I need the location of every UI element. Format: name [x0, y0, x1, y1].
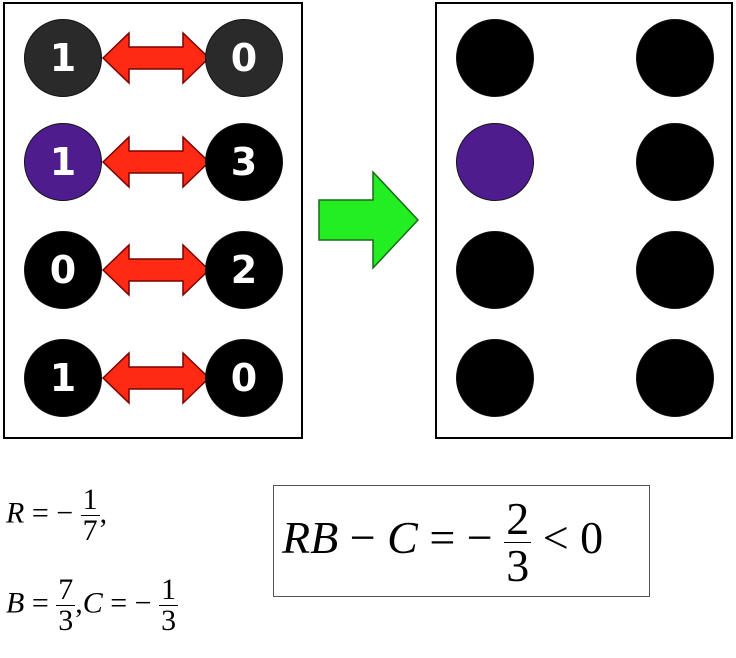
equals-minus: = − [429, 512, 493, 564]
left-node-row2-right: 3 [205, 123, 283, 201]
fraction-one-seventh: 1 7 [80, 483, 100, 547]
equals: = [31, 586, 49, 620]
fraction-two-thirds: 2 3 [504, 493, 532, 591]
comma: , [99, 496, 108, 530]
node-value: 1 [49, 36, 77, 80]
node-value: 0 [230, 36, 258, 80]
comma: , [75, 586, 83, 620]
double-arrow-row2 [101, 135, 211, 189]
fraction-seven-thirds: 7 3 [56, 573, 76, 637]
var-b: B [6, 586, 25, 620]
equals-minus: = − [31, 496, 74, 530]
var-r: R [6, 496, 25, 530]
right-node-row3-left [456, 231, 534, 309]
double-arrow-row3 [101, 243, 211, 297]
right-node-row2-right [636, 123, 714, 201]
left-node-row3-left: 0 [24, 231, 102, 309]
right-node-row3-right [636, 231, 714, 309]
transition-arrow-icon [318, 170, 420, 270]
double-arrow-row1 [101, 31, 211, 85]
less-than-zero: < 0 [542, 512, 604, 564]
denominator: 3 [159, 604, 179, 637]
term-rb: RB [282, 512, 339, 564]
var-c: C [387, 512, 418, 564]
denominator: 3 [56, 604, 76, 637]
left-panel: 1 0 1 3 0 2 1 0 [3, 2, 303, 439]
left-node-row1-right: 0 [205, 19, 283, 97]
node-value: 0 [230, 356, 258, 400]
right-node-row4-left [456, 339, 534, 417]
numerator: 1 [82, 483, 98, 516]
right-node-row2-left [456, 123, 534, 201]
numerator: 2 [506, 493, 530, 544]
right-node-row1-left [456, 19, 534, 97]
fraction-one-third: 1 3 [159, 573, 179, 637]
left-node-row2-left: 1 [24, 123, 102, 201]
node-value: 1 [49, 356, 77, 400]
result-box: RB − C = − 2 3 < 0 [273, 485, 650, 597]
node-value: 1 [49, 140, 77, 184]
node-value: 2 [230, 248, 258, 292]
node-value: 3 [230, 140, 258, 184]
result-equation: RB − C = − 2 3 < 0 [282, 496, 603, 589]
denominator: 7 [80, 514, 100, 547]
right-node-row1-right [636, 19, 714, 97]
node-value: 0 [49, 248, 77, 292]
left-node-row3-right: 2 [205, 231, 283, 309]
double-arrow-row4 [101, 351, 211, 405]
right-node-row4-right [636, 339, 714, 417]
right-panel [435, 2, 733, 439]
left-node-row4-left: 1 [24, 339, 102, 417]
denominator: 3 [504, 540, 532, 591]
var-c: C [82, 586, 103, 620]
left-node-row4-right: 0 [205, 339, 283, 417]
numerator: 1 [161, 573, 177, 606]
equation-r: R = − 1 7 , [6, 485, 107, 546]
equation-b-c: B = 7 3 ,C = − 1 3 [6, 573, 179, 637]
equals-minus: = − [110, 586, 152, 620]
left-node-row1-left: 1 [24, 19, 102, 97]
numerator: 7 [58, 573, 74, 606]
minus-sign: − [349, 512, 376, 564]
